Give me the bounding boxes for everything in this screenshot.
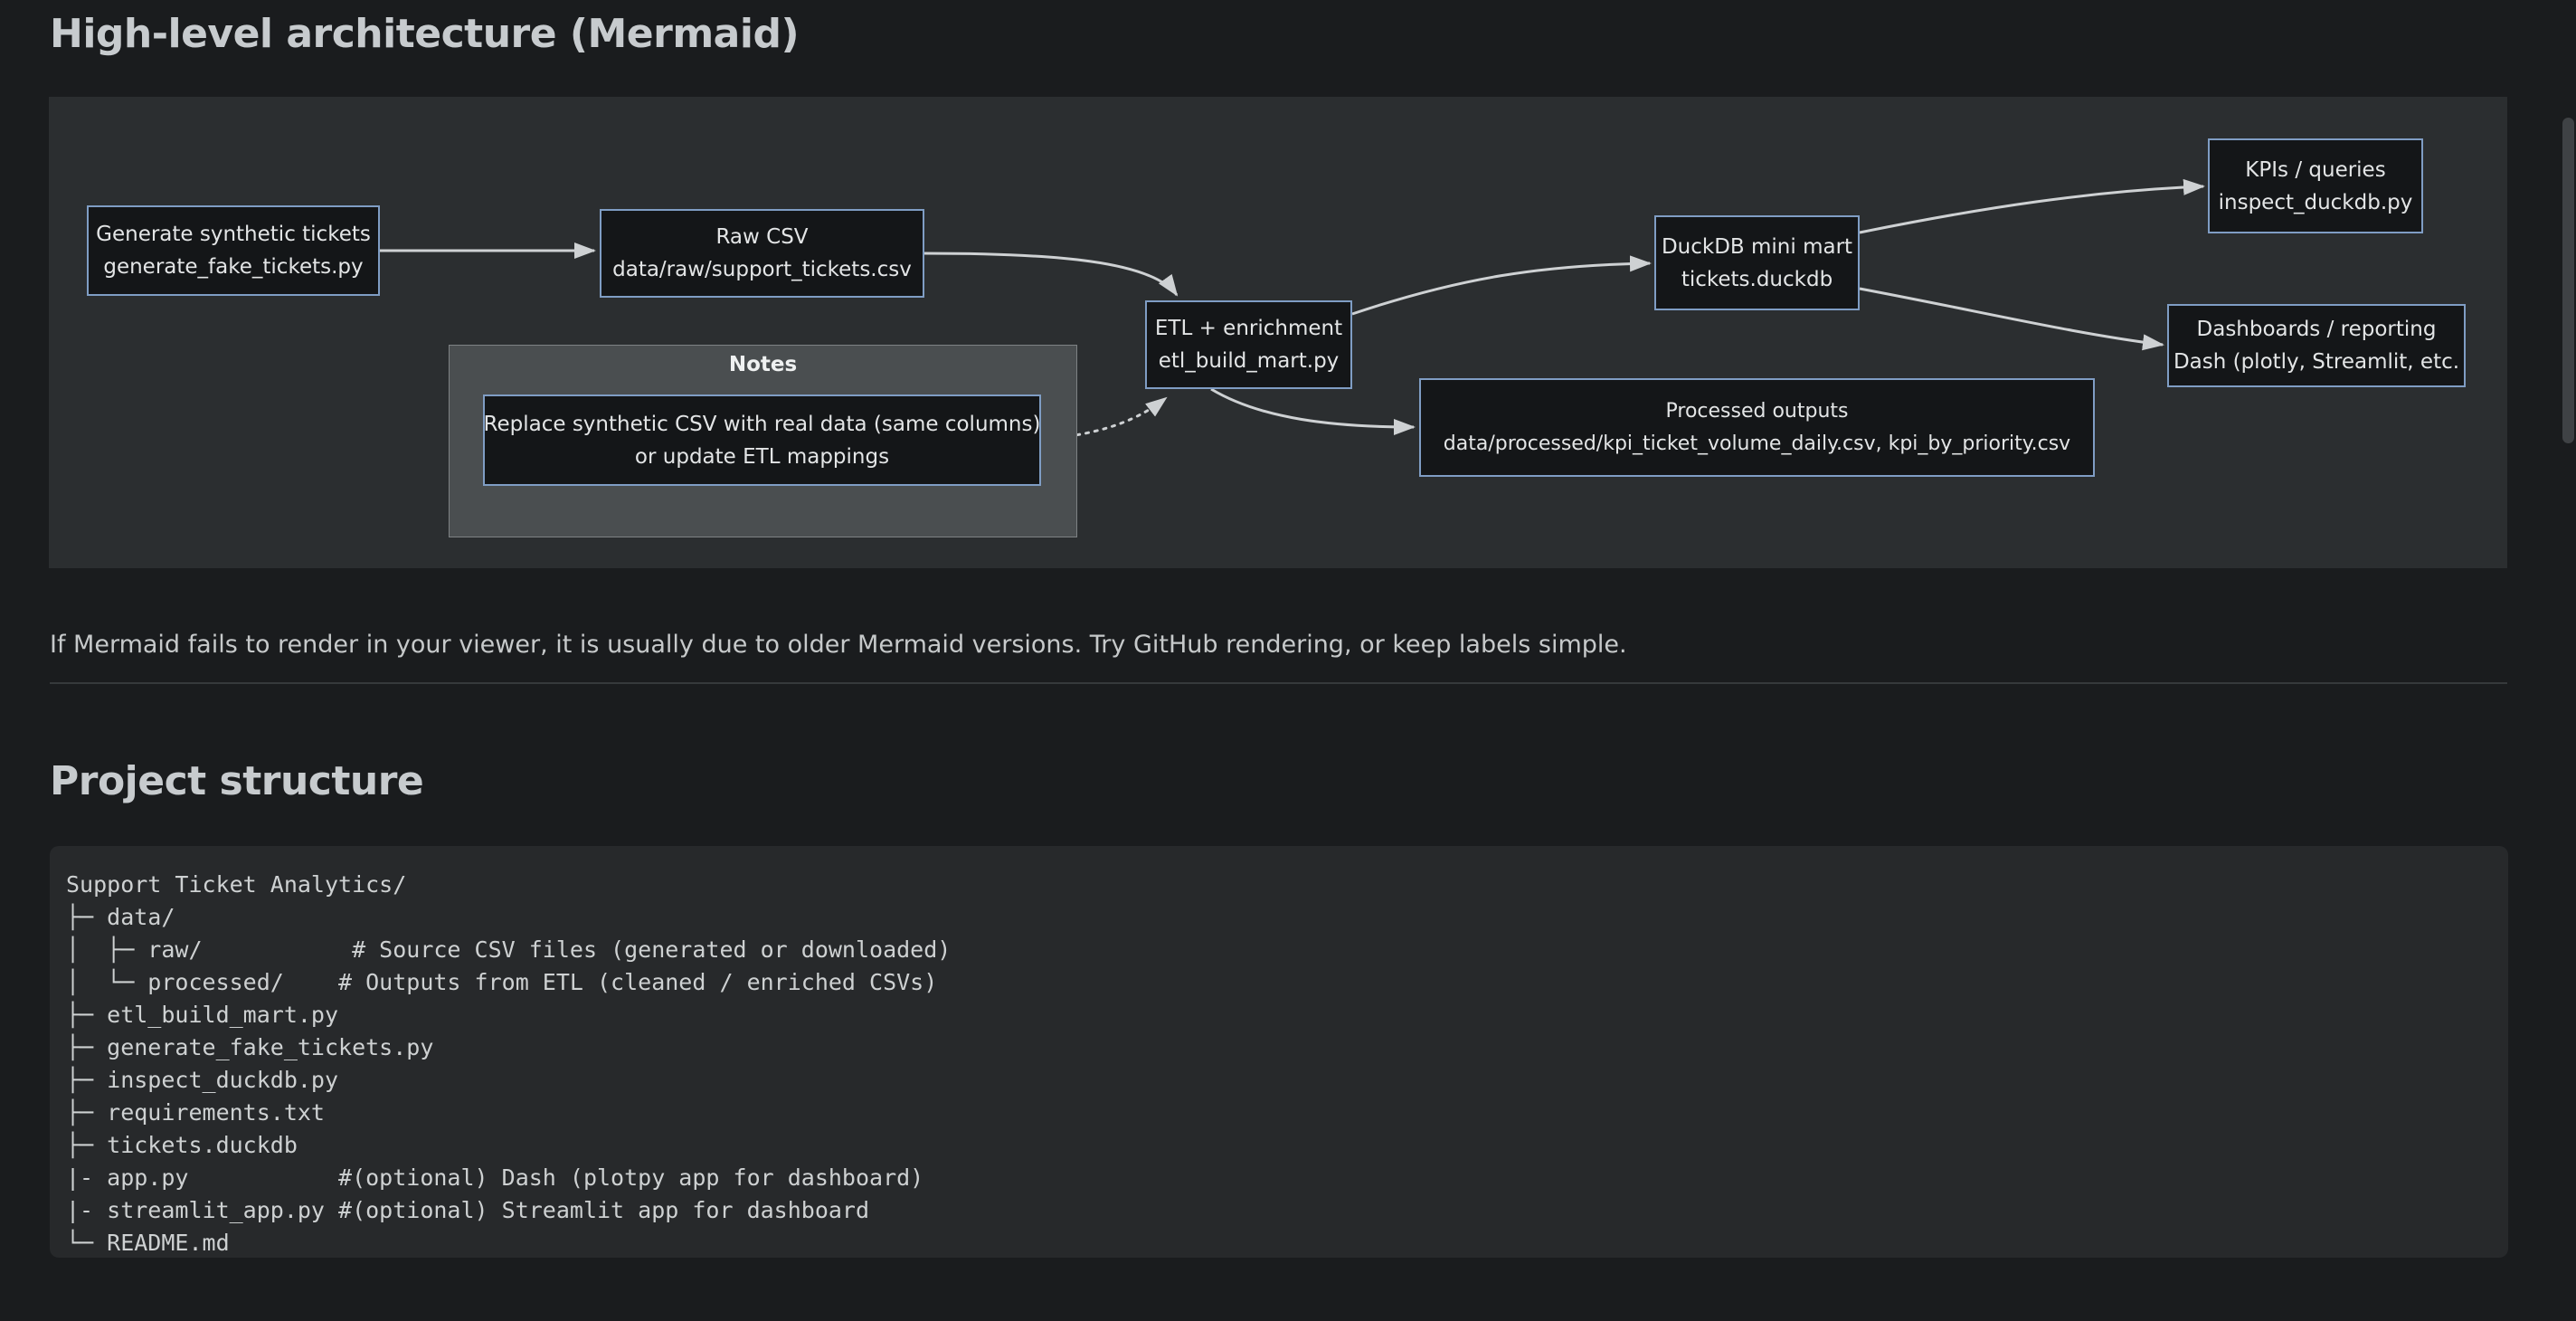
node-processed-outputs: Processed outputs data/processed/kpi_tic… bbox=[1419, 378, 2095, 477]
mermaid-diagram: Notes Replace synthetic CSV with real da… bbox=[49, 97, 2507, 568]
project-structure-title: Project structure bbox=[50, 758, 424, 804]
node-raw-csv: Raw CSV data/raw/support_tickets.csv bbox=[600, 209, 924, 298]
node-kpis-line2: inspect_duckdb.py bbox=[2218, 190, 2413, 214]
mermaid-fallback-note: If Mermaid fails to render in your viewe… bbox=[50, 631, 1627, 659]
edge-raw-to-etl bbox=[923, 252, 1179, 297]
node-processed-line1: Processed outputs bbox=[1665, 399, 1849, 423]
node-raw-line2: data/raw/support_tickets.csv bbox=[612, 258, 912, 281]
node-dashboards-reporting: Dashboards / reporting Dash (plotly, Str… bbox=[2167, 304, 2466, 387]
vertical-scrollbar-thumb[interactable] bbox=[2562, 118, 2574, 443]
node-raw-line1: Raw CSV bbox=[715, 225, 809, 249]
node-etl-line2: etl_build_mart.py bbox=[1158, 349, 1340, 373]
edge-duckdb-to-kpis bbox=[1859, 178, 2205, 234]
subgraph-notes-label: Notes bbox=[728, 353, 798, 376]
node-etl: ETL + enrichment etl_build_mart.py bbox=[1145, 300, 1352, 389]
edge-duckdb-to-dashboards bbox=[1859, 287, 2164, 351]
project-structure-code: Support Ticket Analytics/ ├─ data/ │ ├─ … bbox=[50, 846, 2508, 1258]
node-generate-line1: Generate synthetic tickets bbox=[96, 223, 371, 246]
node-note-line1: Replace synthetic CSV with real data (sa… bbox=[483, 412, 1041, 436]
node-duckdb-line1: DuckDB mini mart bbox=[1661, 234, 1853, 259]
page-title: High-level architecture (Mermaid) bbox=[50, 11, 800, 57]
node-note: Replace synthetic CSV with real data (sa… bbox=[483, 394, 1041, 486]
node-duckdb-mart: DuckDB mini mart tickets.duckdb bbox=[1654, 215, 1860, 310]
edge-etl-to-processed bbox=[1210, 387, 1416, 435]
node-kpis-queries: KPIs / queries inspect_duckdb.py bbox=[2208, 138, 2423, 233]
node-generate-line2: generate_fake_tickets.py bbox=[103, 255, 364, 279]
node-dashboards-line2: Dash (plotly, Streamlit, etc. bbox=[2173, 350, 2460, 374]
edge-etl-to-duckdb bbox=[1351, 255, 1652, 316]
node-dashboards-line1: Dashboards / reporting bbox=[2196, 318, 2437, 341]
section-divider bbox=[50, 682, 2507, 684]
subgraph-notes: Notes Replace synthetic CSV with real da… bbox=[449, 345, 1077, 537]
node-generate-tickets: Generate synthetic tickets generate_fake… bbox=[87, 205, 380, 296]
node-processed-line2: data/processed/kpi_ticket_volume_daily.c… bbox=[1443, 432, 2071, 455]
node-note-line2: or update ETL mappings bbox=[634, 444, 890, 469]
node-etl-line1: ETL + enrichment bbox=[1154, 317, 1343, 340]
node-duckdb-line2: tickets.duckdb bbox=[1681, 267, 1833, 291]
node-kpis-line1: KPIs / queries bbox=[2245, 157, 2386, 182]
